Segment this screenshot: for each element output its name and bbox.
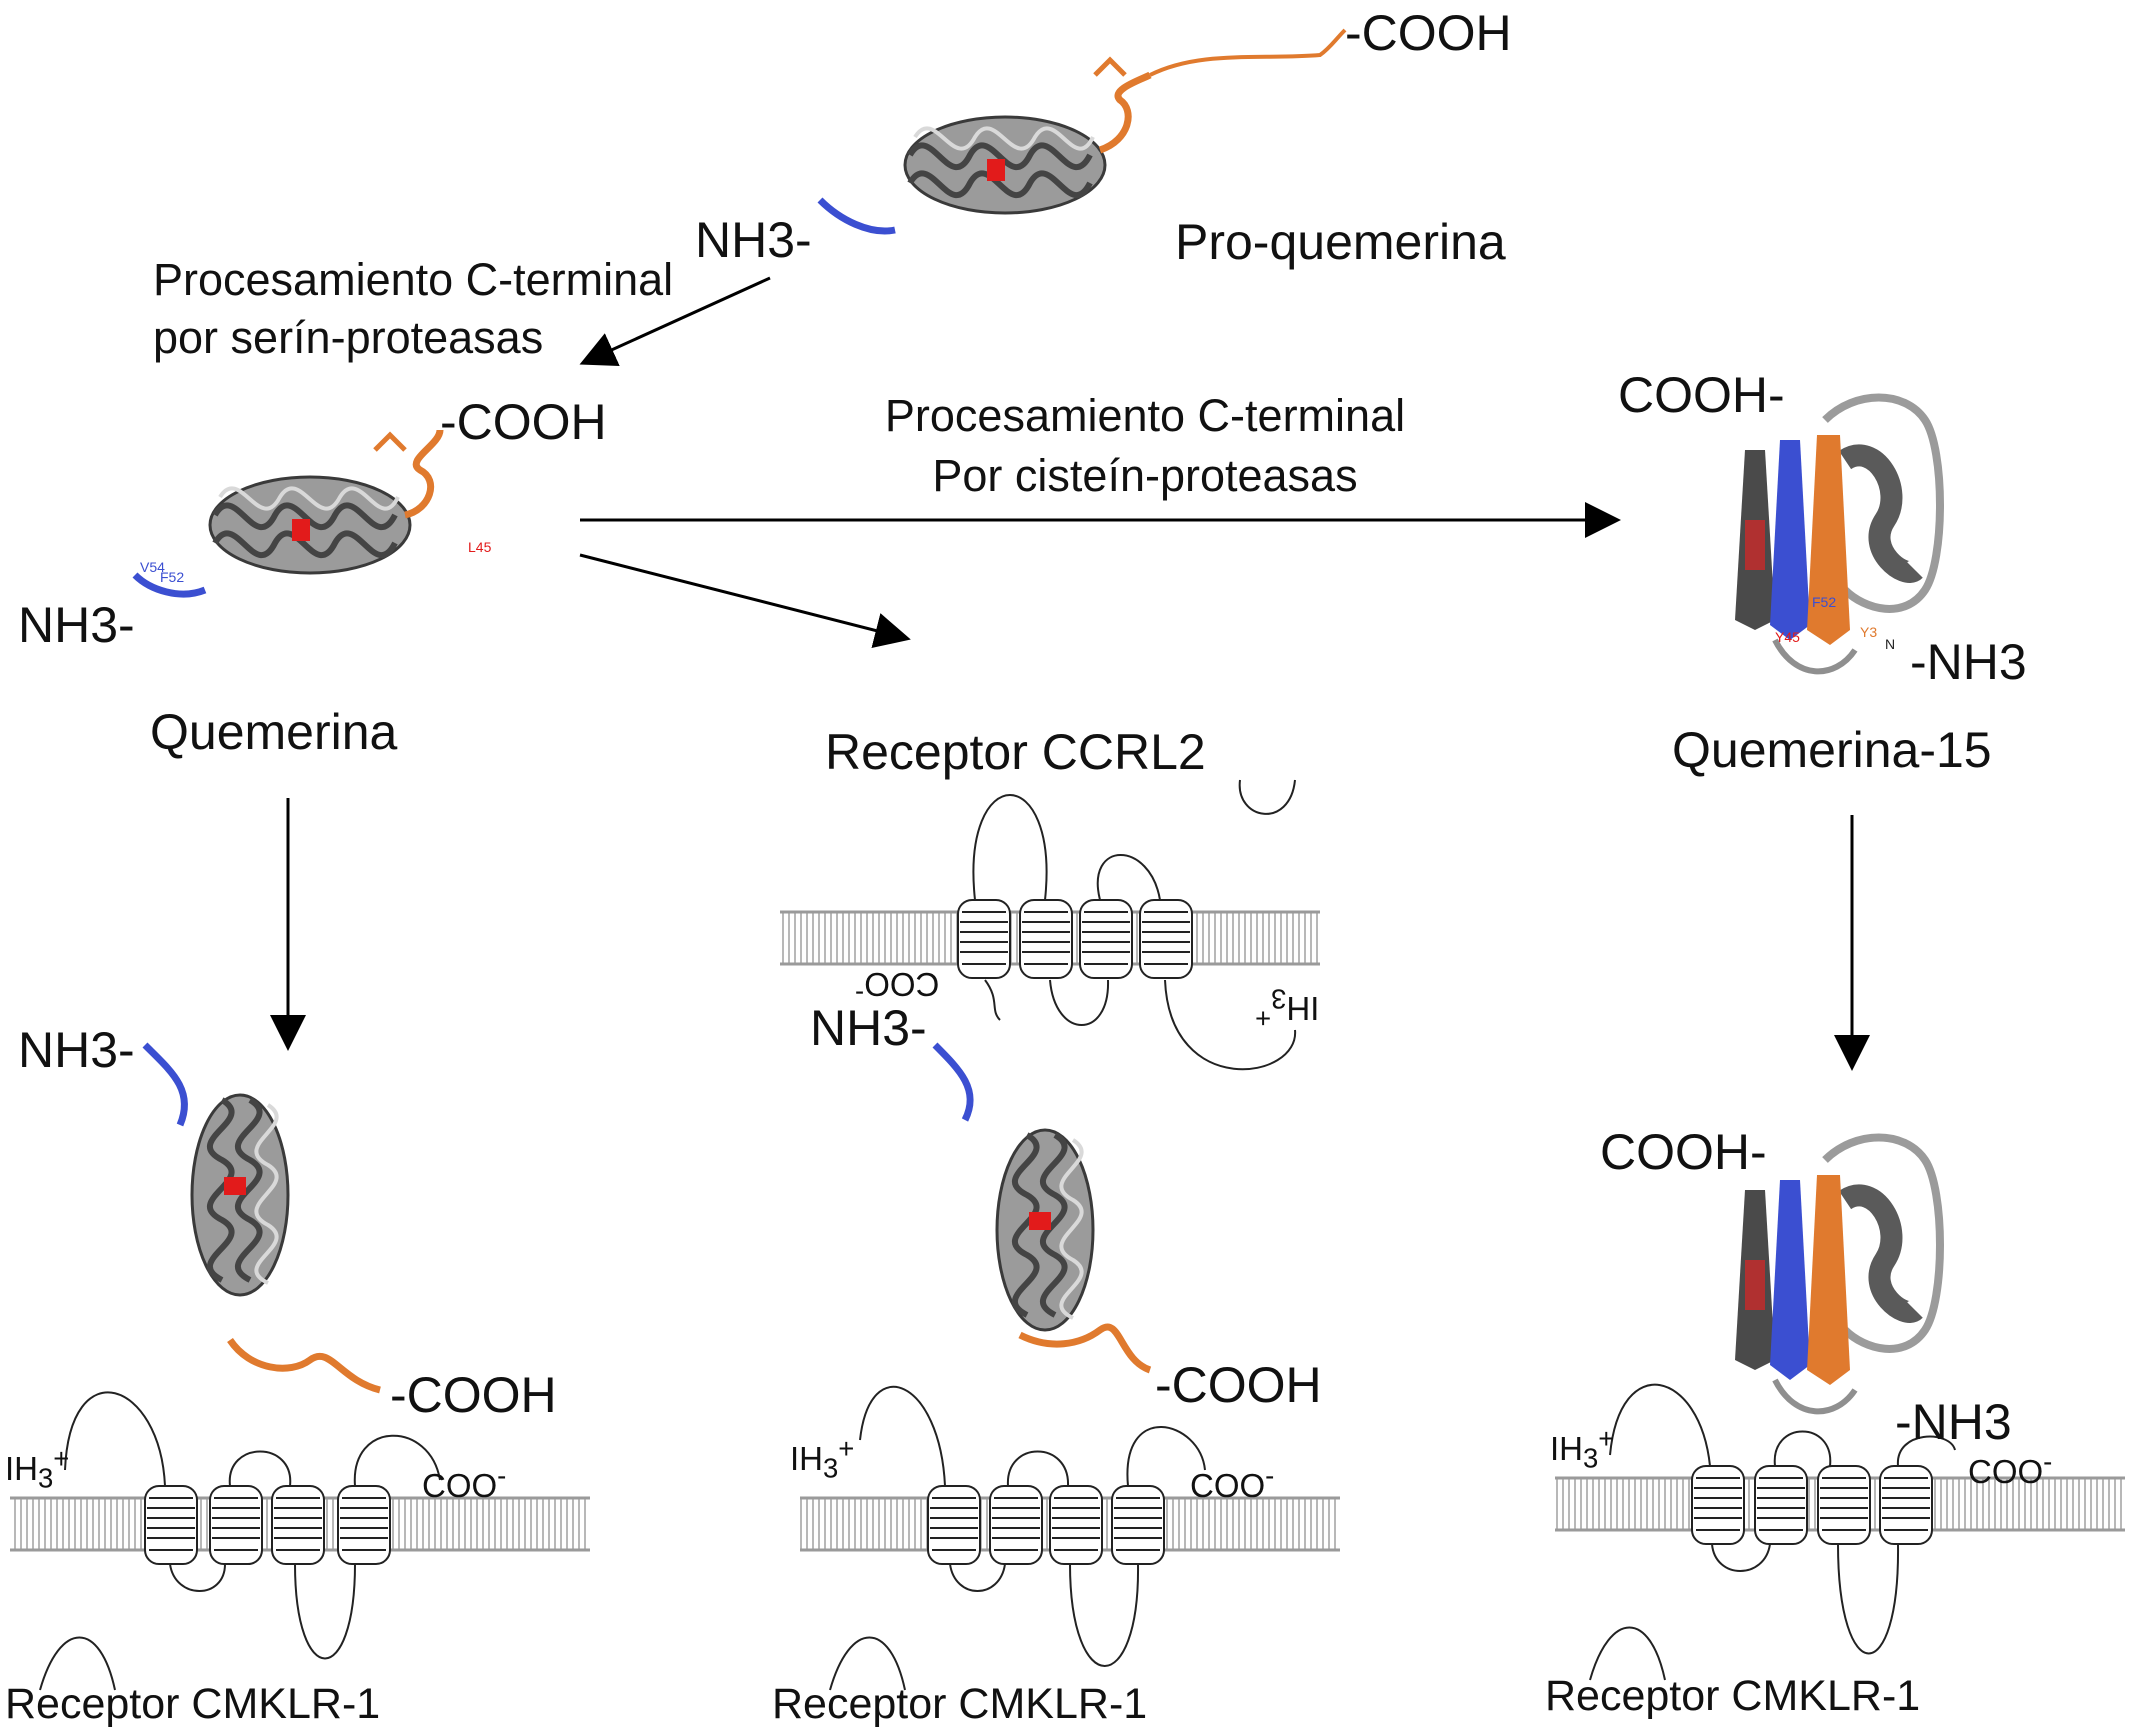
arrow-to-ccrl2 bbox=[579, 553, 911, 649]
chemerin-cooh: -COOH bbox=[440, 394, 607, 450]
cmklr1-receptor-middle bbox=[800, 1385, 1340, 1691]
bottom-right-nh3: -NH3 bbox=[1895, 1394, 2012, 1450]
pro-peptide-extension bbox=[1149, 28, 1347, 77]
chemerin-nh3: NH3- bbox=[18, 597, 135, 653]
bottom-left-cooh: -COOH bbox=[390, 1367, 557, 1423]
bottom-right-cooh: COOH- bbox=[1600, 1124, 1767, 1180]
bottom-mid-receptor-title: Receptor CMKLR-1 bbox=[772, 1680, 1148, 1728]
residue-f52: F52 bbox=[160, 569, 185, 585]
serine-processing-line2: por serín-proteasas bbox=[153, 312, 544, 363]
residue-l45: L45 bbox=[468, 539, 492, 555]
chemerin15-cooh: COOH- bbox=[1618, 367, 1785, 423]
bottom-right-ih3: IH3+ bbox=[1550, 1423, 1615, 1474]
ccrl2-ih3-label: IH3+ bbox=[1255, 983, 1320, 1035]
bottom-left-receptor-title: Receptor CMKLR-1 bbox=[5, 1680, 381, 1728]
bottom-right-receptor-title: Receptor CMKLR-1 bbox=[1545, 1672, 1921, 1720]
serine-processing-line1: Procesamiento C-terminal bbox=[153, 254, 674, 305]
chemerin15-title: Quemerina-15 bbox=[1672, 722, 1992, 778]
pro-chemerin-structure bbox=[817, 28, 1347, 235]
residue-v54: V54 bbox=[140, 559, 165, 575]
bottom-right-coo: COO- bbox=[1968, 1446, 2053, 1490]
chemerin-structure bbox=[132, 429, 444, 598]
pro-chemerin-nh3: NH3- bbox=[695, 212, 812, 268]
orange-c-terminal-tail bbox=[403, 429, 444, 519]
residue-y3-q15: Y3 bbox=[1860, 624, 1878, 640]
bottom-left-nh3: NH3- bbox=[18, 1022, 135, 1078]
bottom-left-coo: COO- bbox=[422, 1460, 507, 1504]
orange-c-terminal-tail bbox=[1098, 71, 1152, 154]
bottom-left-ih3: IH3+ bbox=[5, 1443, 70, 1494]
arrow-serine-processing bbox=[579, 276, 771, 366]
chemerin-title: Quemerina bbox=[150, 704, 398, 760]
bottom-mid-cooh: -COOH bbox=[1155, 1357, 1322, 1413]
bottom-mid-nh3: NH3- bbox=[810, 1000, 927, 1056]
cmklr1-receptor-right bbox=[1555, 1383, 2125, 1681]
chemerin-15-structure bbox=[1735, 398, 1940, 672]
pro-chemerin-title: Pro-quemerina bbox=[1175, 214, 1506, 270]
cmklr1-receptor-left bbox=[10, 1391, 590, 1691]
bottom-left-complex bbox=[142, 1042, 381, 1394]
residue-y45-q15: Y45 bbox=[1775, 629, 1800, 645]
cysteine-processing-line1: Procesamiento C-terminal bbox=[884, 390, 1406, 441]
chemerin15-nh3: -NH3 bbox=[1910, 634, 2027, 690]
blue-n-terminal-tail bbox=[132, 572, 207, 598]
pro-chemerin-cooh: -COOH bbox=[1345, 5, 1512, 61]
bottom-mid-coo: COO- bbox=[1190, 1460, 1275, 1504]
bottom-mid-ih3: IH3+ bbox=[790, 1433, 855, 1484]
residue-f52-q15: F52 bbox=[1812, 594, 1837, 610]
ccrl2-receptor bbox=[780, 779, 1320, 1071]
cysteine-processing-line2: Por cisteín-proteasas bbox=[932, 450, 1358, 501]
blue-n-terminal-tail bbox=[817, 197, 896, 235]
residue-n-q15: N bbox=[1885, 636, 1896, 652]
chemerin-bound-ccrl2 bbox=[932, 1042, 1152, 1374]
ccrl2-title: Receptor CCRL2 bbox=[825, 724, 1206, 780]
